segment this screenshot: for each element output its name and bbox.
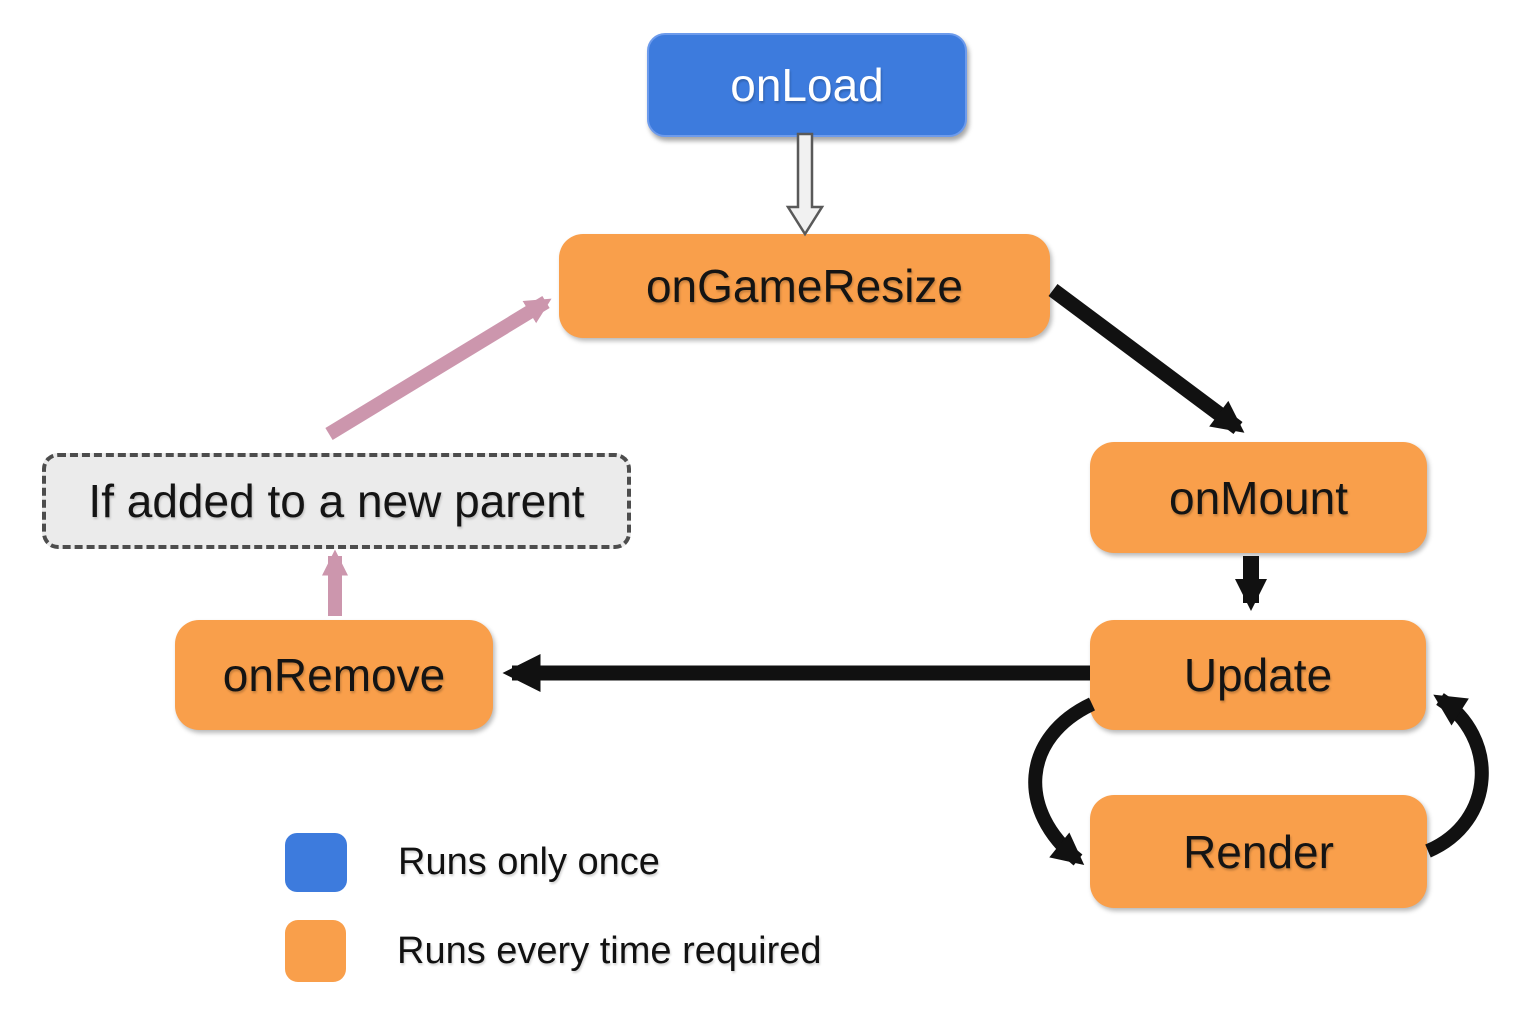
legend-swatch-runs-once bbox=[285, 833, 347, 892]
node-onmount: onMount bbox=[1090, 442, 1427, 553]
node-onremove-label: onRemove bbox=[222, 649, 446, 701]
node-condition-label: If added to a new parent bbox=[88, 475, 585, 527]
node-onload: onLoad bbox=[647, 33, 967, 137]
node-ongameresize-label: onGameResize bbox=[645, 260, 964, 312]
legend-item-runs-every-time: Runs every time required bbox=[285, 920, 822, 982]
arrow-update-to-render-loop bbox=[1028, 697, 1096, 866]
node-update-label: Update bbox=[1183, 649, 1333, 701]
node-render-label: Render bbox=[1183, 825, 1334, 878]
arrow-render-to-update-loop bbox=[1425, 693, 1489, 858]
arrow-ongameresize-to-onmount bbox=[1048, 283, 1245, 435]
node-onremove: onRemove bbox=[175, 620, 493, 730]
legend-item-runs-once: Runs only once bbox=[285, 833, 660, 892]
node-render: Render bbox=[1090, 795, 1427, 908]
node-ongameresize: onGameResize bbox=[559, 234, 1050, 338]
node-onmount-label: onMount bbox=[1168, 471, 1348, 524]
legend-label-runs-once: Runs only once bbox=[398, 841, 660, 883]
arrow-onload-to-ongameresize bbox=[785, 132, 825, 237]
node-condition: If added to a new parent bbox=[42, 453, 631, 549]
legend-swatch-runs-every-time bbox=[285, 920, 346, 982]
legend-label-runs-every-time: Runs every time required bbox=[397, 929, 822, 972]
arrow-condition-to-ongameresize bbox=[325, 296, 552, 440]
node-update: Update bbox=[1090, 620, 1426, 730]
node-onload-label: onLoad bbox=[730, 59, 884, 111]
